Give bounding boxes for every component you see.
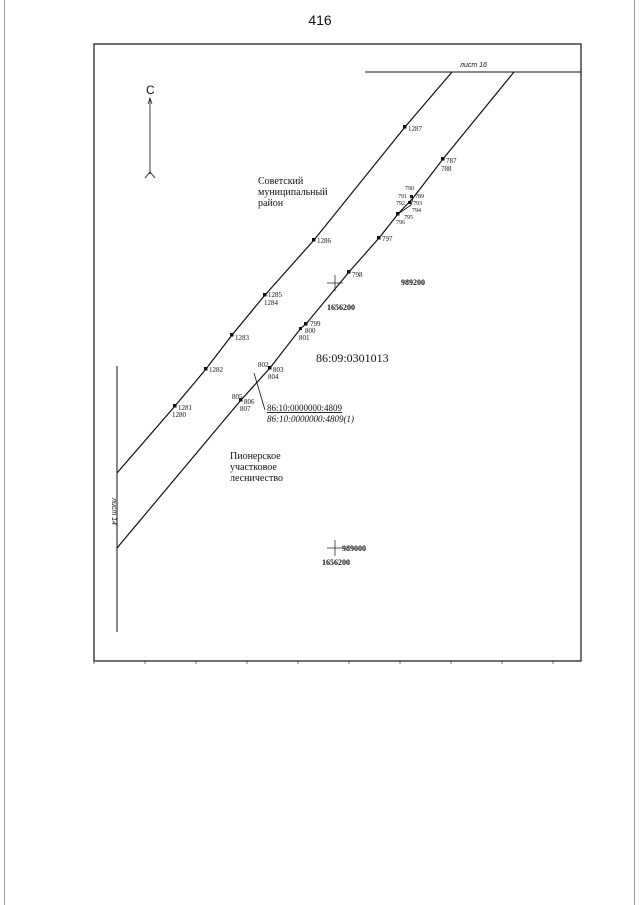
point-label-789: 789 xyxy=(415,194,424,200)
svg-text:С: С xyxy=(146,83,155,97)
point-label-802: 802 xyxy=(258,361,269,369)
boundary-notch xyxy=(397,197,414,215)
point-label-803: 803 xyxy=(273,366,284,374)
point-label-798: 798 xyxy=(352,271,363,279)
point-label-791: 791 xyxy=(398,194,407,200)
point-label-788: 788 xyxy=(441,165,452,173)
grid-cross-2 xyxy=(327,540,343,556)
frame-ticks xyxy=(93,661,554,664)
point-label-799: 799 xyxy=(310,320,321,328)
map-frame xyxy=(93,43,582,662)
point-label-790: 790 xyxy=(405,186,414,192)
point-label-787: 787 xyxy=(446,157,457,165)
ref-label-4809-1: 86:10:0000000:4809(1) xyxy=(267,414,354,424)
svg-text:Советский: Советский xyxy=(258,176,304,187)
scan-edge-left xyxy=(4,0,5,905)
vertex-markers xyxy=(173,125,445,408)
corridor-boundary-lower xyxy=(116,71,515,549)
grid-coord-y-2: 989000 xyxy=(342,544,366,553)
point-label-1281: 1281 xyxy=(178,404,193,412)
point-label-801: 801 xyxy=(299,334,310,342)
point-label-804: 804 xyxy=(268,373,279,381)
point-label-1284: 1284 xyxy=(264,299,279,307)
point-label-807: 807 xyxy=(240,405,251,413)
point-label-796: 796 xyxy=(396,220,405,226)
svg-text:район: район xyxy=(258,198,284,209)
sheet-label-top: лист 16 xyxy=(459,62,487,69)
parcel-number: 86:09:0301013 xyxy=(316,351,389,365)
point-label-800: 800 xyxy=(305,327,316,335)
point-label-1280: 1280 xyxy=(172,411,187,419)
corridor-boundary-upper xyxy=(116,71,453,474)
sheet-label-left: лист 14 xyxy=(110,497,117,525)
point-label-1283: 1283 xyxy=(235,334,250,342)
grid-coord-x-2: 1656200 xyxy=(322,558,350,567)
point-label-794: 794 xyxy=(412,208,421,214)
grid-cross-1 xyxy=(327,275,343,291)
point-label-792: 792 xyxy=(396,201,405,207)
point-label-1285: 1285 xyxy=(268,291,283,299)
region-label-pionersky: Пионерское участковое лесничество xyxy=(230,451,283,484)
point-label-1286: 1286 xyxy=(317,237,332,245)
svg-text:муниципальный: муниципальный xyxy=(258,187,328,198)
svg-text:лесничество: лесничество xyxy=(230,473,283,484)
svg-text:участковое: участковое xyxy=(230,462,277,473)
scan-edge-right xyxy=(634,0,635,905)
ref-leader xyxy=(253,372,266,411)
point-label-1287: 1287 xyxy=(408,125,423,133)
grid-coord-x-1: 1656200 xyxy=(327,303,355,312)
ref-label-4809: 86:10:0000000:4809 xyxy=(267,403,343,413)
page-number: 416 xyxy=(308,12,332,28)
point-label-806: 806 xyxy=(244,398,255,406)
north-arrow: С xyxy=(144,83,156,179)
point-label-797: 797 xyxy=(382,235,393,243)
region-label-sovetsky: Советский муниципальный район xyxy=(258,176,328,209)
point-label-795: 795 xyxy=(404,215,413,221)
grid-coord-y-1: 989200 xyxy=(401,278,425,287)
point-label-793: 793 xyxy=(413,201,422,207)
svg-text:Пионерское: Пионерское xyxy=(230,451,281,462)
point-label-805: 805 xyxy=(232,393,243,401)
point-label-1282: 1282 xyxy=(209,366,224,374)
